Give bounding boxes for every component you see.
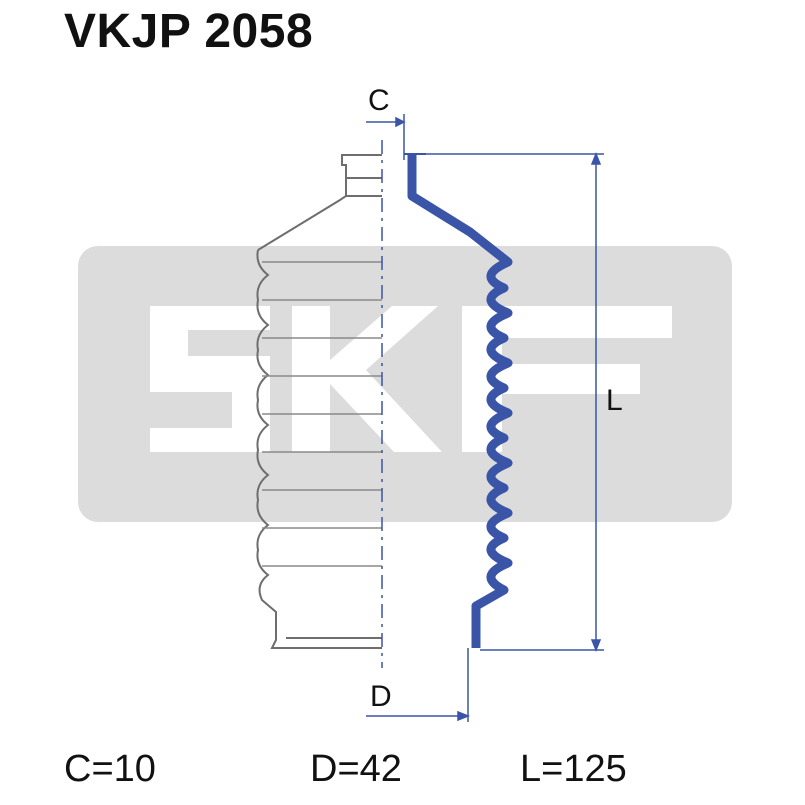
label-d: D xyxy=(370,680,392,713)
dimension-c xyxy=(366,114,406,160)
skf-logo-watermark xyxy=(78,246,732,522)
dimension-l xyxy=(420,151,604,653)
title: VKJP 2058 xyxy=(64,5,314,58)
dimension-value-c: C=10 xyxy=(64,748,156,790)
boot-section-profile xyxy=(407,154,513,648)
label-l: L xyxy=(606,384,623,417)
dimension-value-l: L=125 xyxy=(520,748,627,790)
dimension-value-d: D=42 xyxy=(310,748,402,790)
dimension-d xyxy=(366,648,471,722)
label-c: C xyxy=(368,84,390,117)
boot-rib-lines xyxy=(262,261,382,567)
boot-outline-left xyxy=(256,154,382,649)
